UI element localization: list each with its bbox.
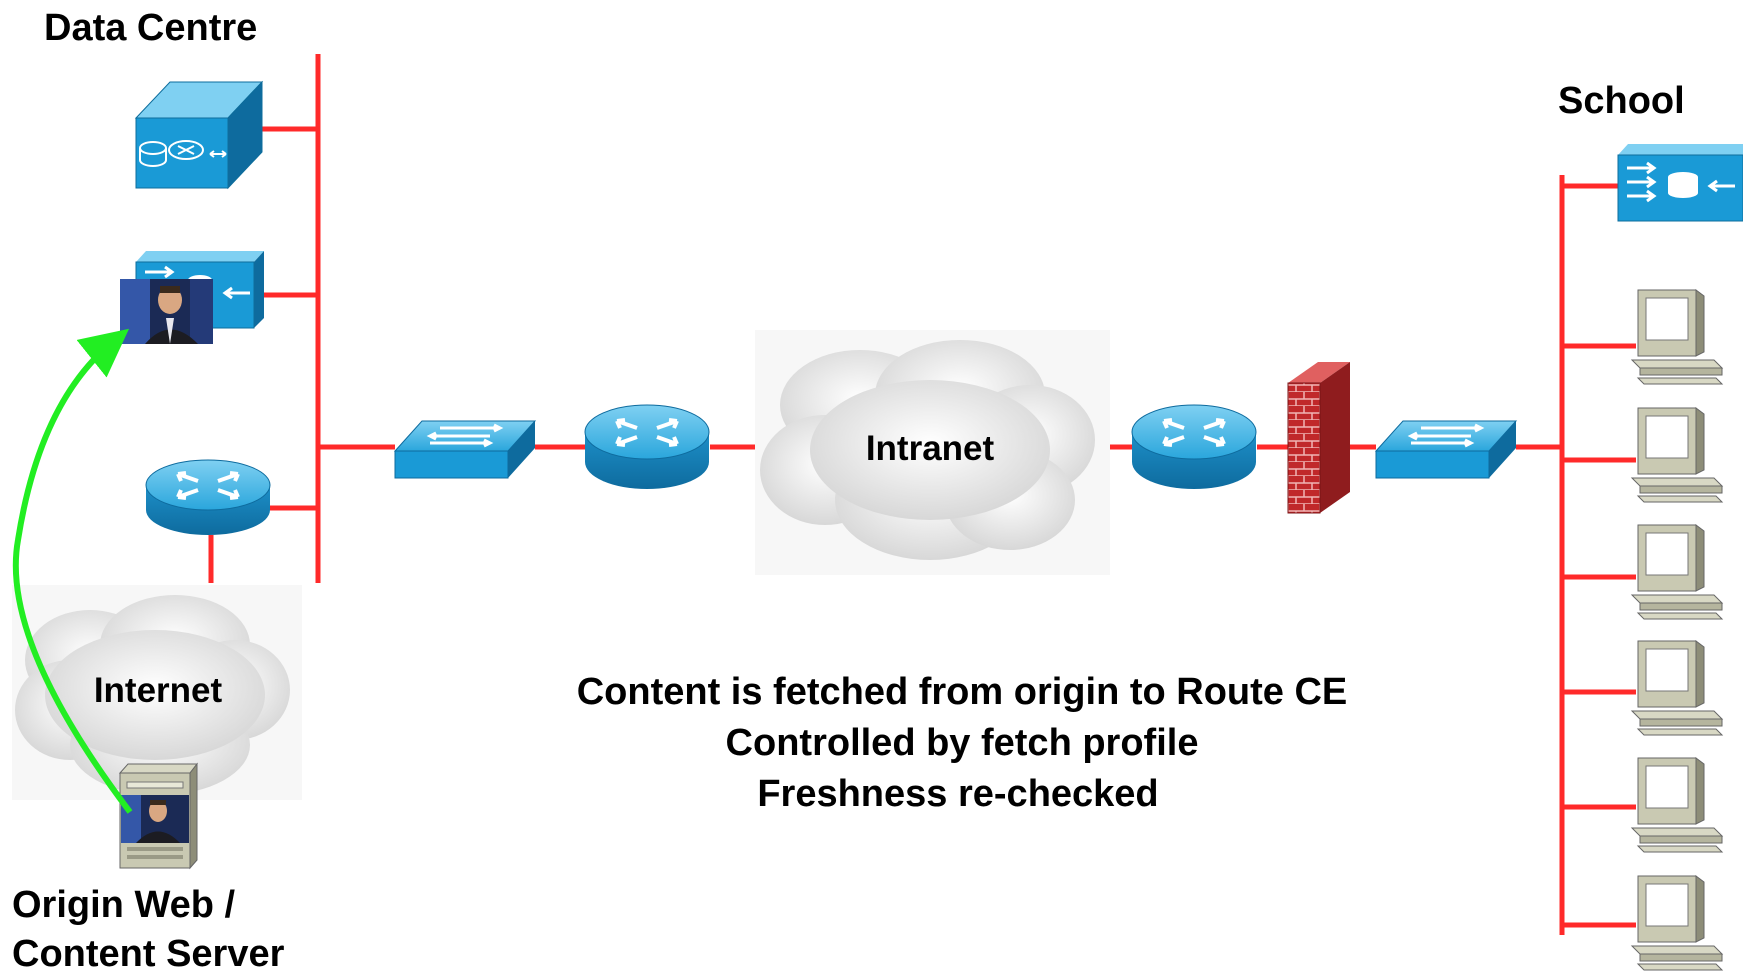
data-centre-label: Data Centre	[44, 7, 257, 49]
school-workstations	[1630, 289, 1724, 971]
school-content-engine-icon	[1617, 144, 1743, 222]
intranet-cloud-icon	[755, 330, 1110, 575]
workstation-icon	[1630, 757, 1724, 853]
network-links	[208, 54, 1636, 935]
workstation-icon	[1630, 524, 1724, 620]
school-router-icon	[1131, 404, 1257, 489]
caption-line-1: Content is fetched from origin to Route …	[577, 671, 1348, 713]
firewall-icon	[1287, 362, 1350, 514]
workstation-icon	[1630, 289, 1724, 385]
origin-label-line2: Content Server	[12, 933, 285, 972]
intranet-label: Intranet	[866, 429, 995, 468]
workstation-icon	[1630, 640, 1724, 736]
video-thumbnail-icon	[120, 279, 213, 344]
internet-label: Internet	[94, 671, 223, 710]
caption-line-2: Controlled by fetch profile	[726, 722, 1199, 764]
origin-label-line1: Origin Web /	[12, 884, 236, 926]
dc-switch-icon	[393, 420, 537, 479]
school-switch-icon	[1374, 420, 1518, 479]
workstation-icon	[1630, 407, 1724, 503]
school-label: School	[1558, 80, 1685, 122]
fetch-flow-arrow	[12, 328, 133, 814]
caption-line-3: Freshness re-checked	[757, 773, 1158, 815]
content-engine-icon	[134, 80, 264, 190]
origin-video-thumbnail-icon	[121, 795, 189, 843]
dc-router-icon	[145, 459, 271, 535]
core-router-icon	[584, 404, 710, 489]
workstation-icon	[1630, 875, 1724, 971]
